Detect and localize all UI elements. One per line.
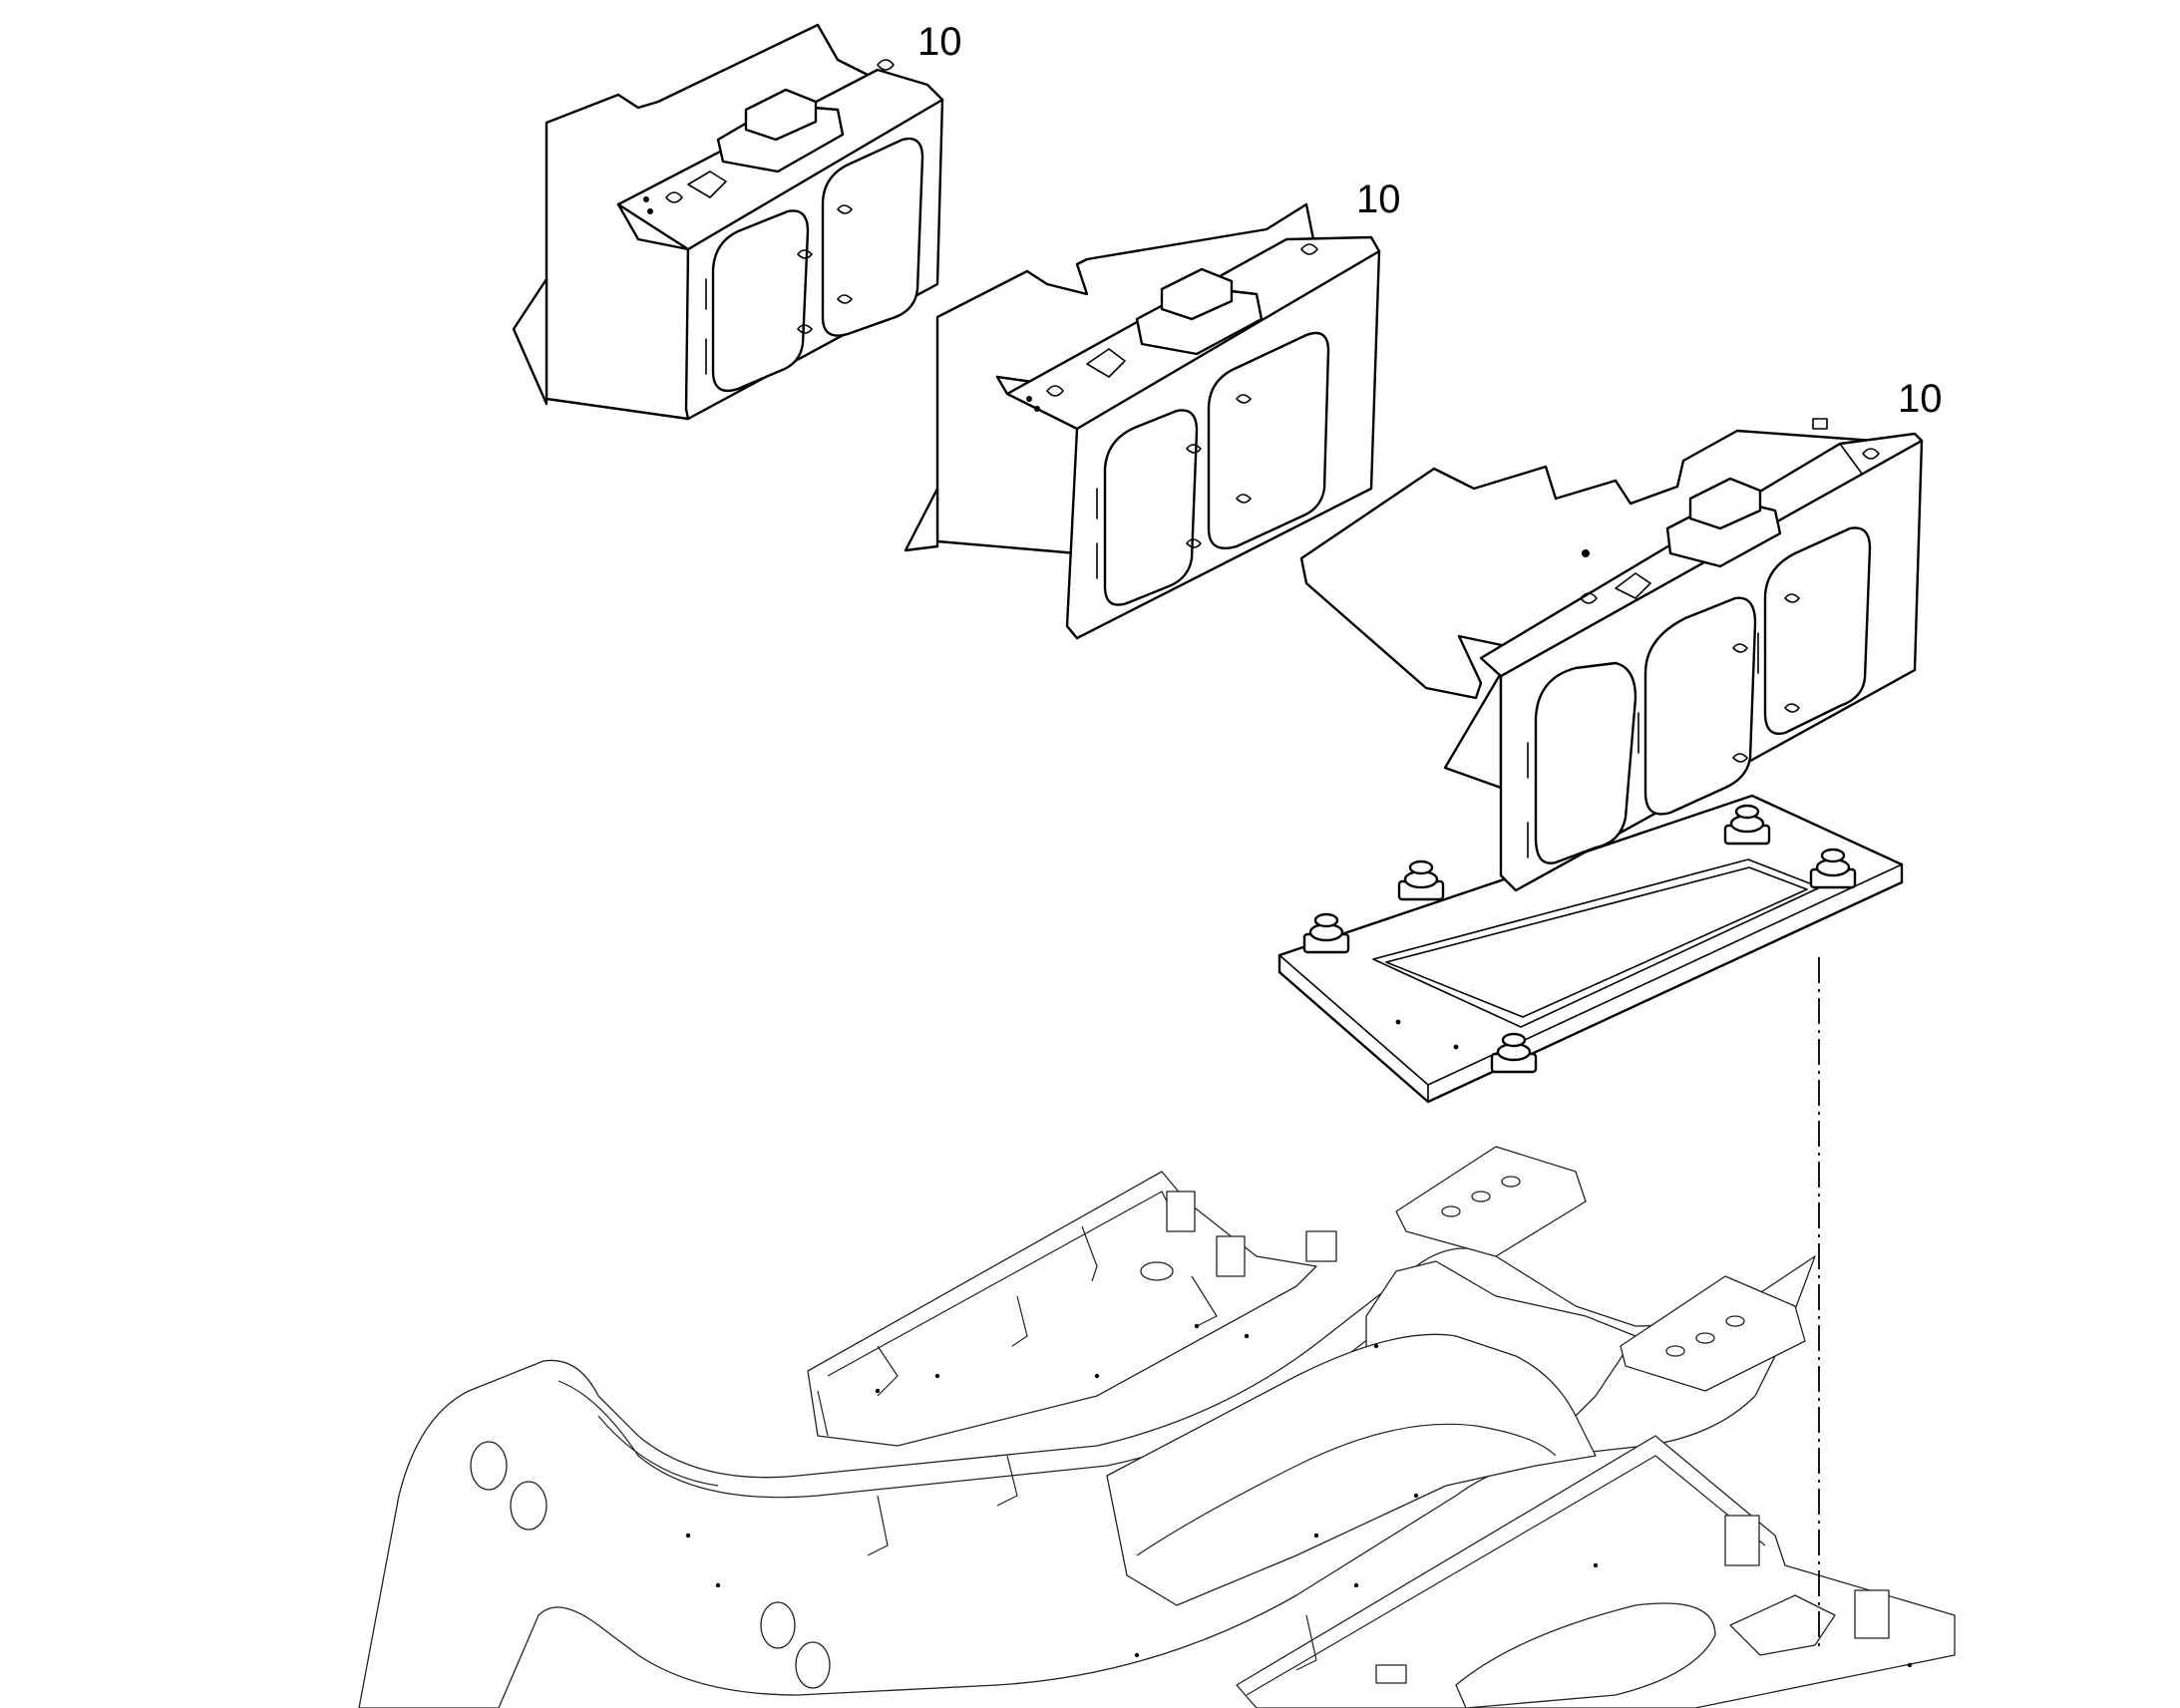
mounting-plate — [1277, 794, 1904, 1104]
electrical-cabinet-3 — [1299, 418, 1924, 892]
callout-label: 10 — [1356, 177, 1401, 221]
electrical-cabinet-1 — [512, 23, 944, 421]
electrical-cabinet-2 — [904, 202, 1381, 640]
callout-label: 10 — [1898, 377, 1943, 421]
chassis-frame — [358, 1146, 1956, 1708]
callout-label: 10 — [917, 20, 962, 64]
